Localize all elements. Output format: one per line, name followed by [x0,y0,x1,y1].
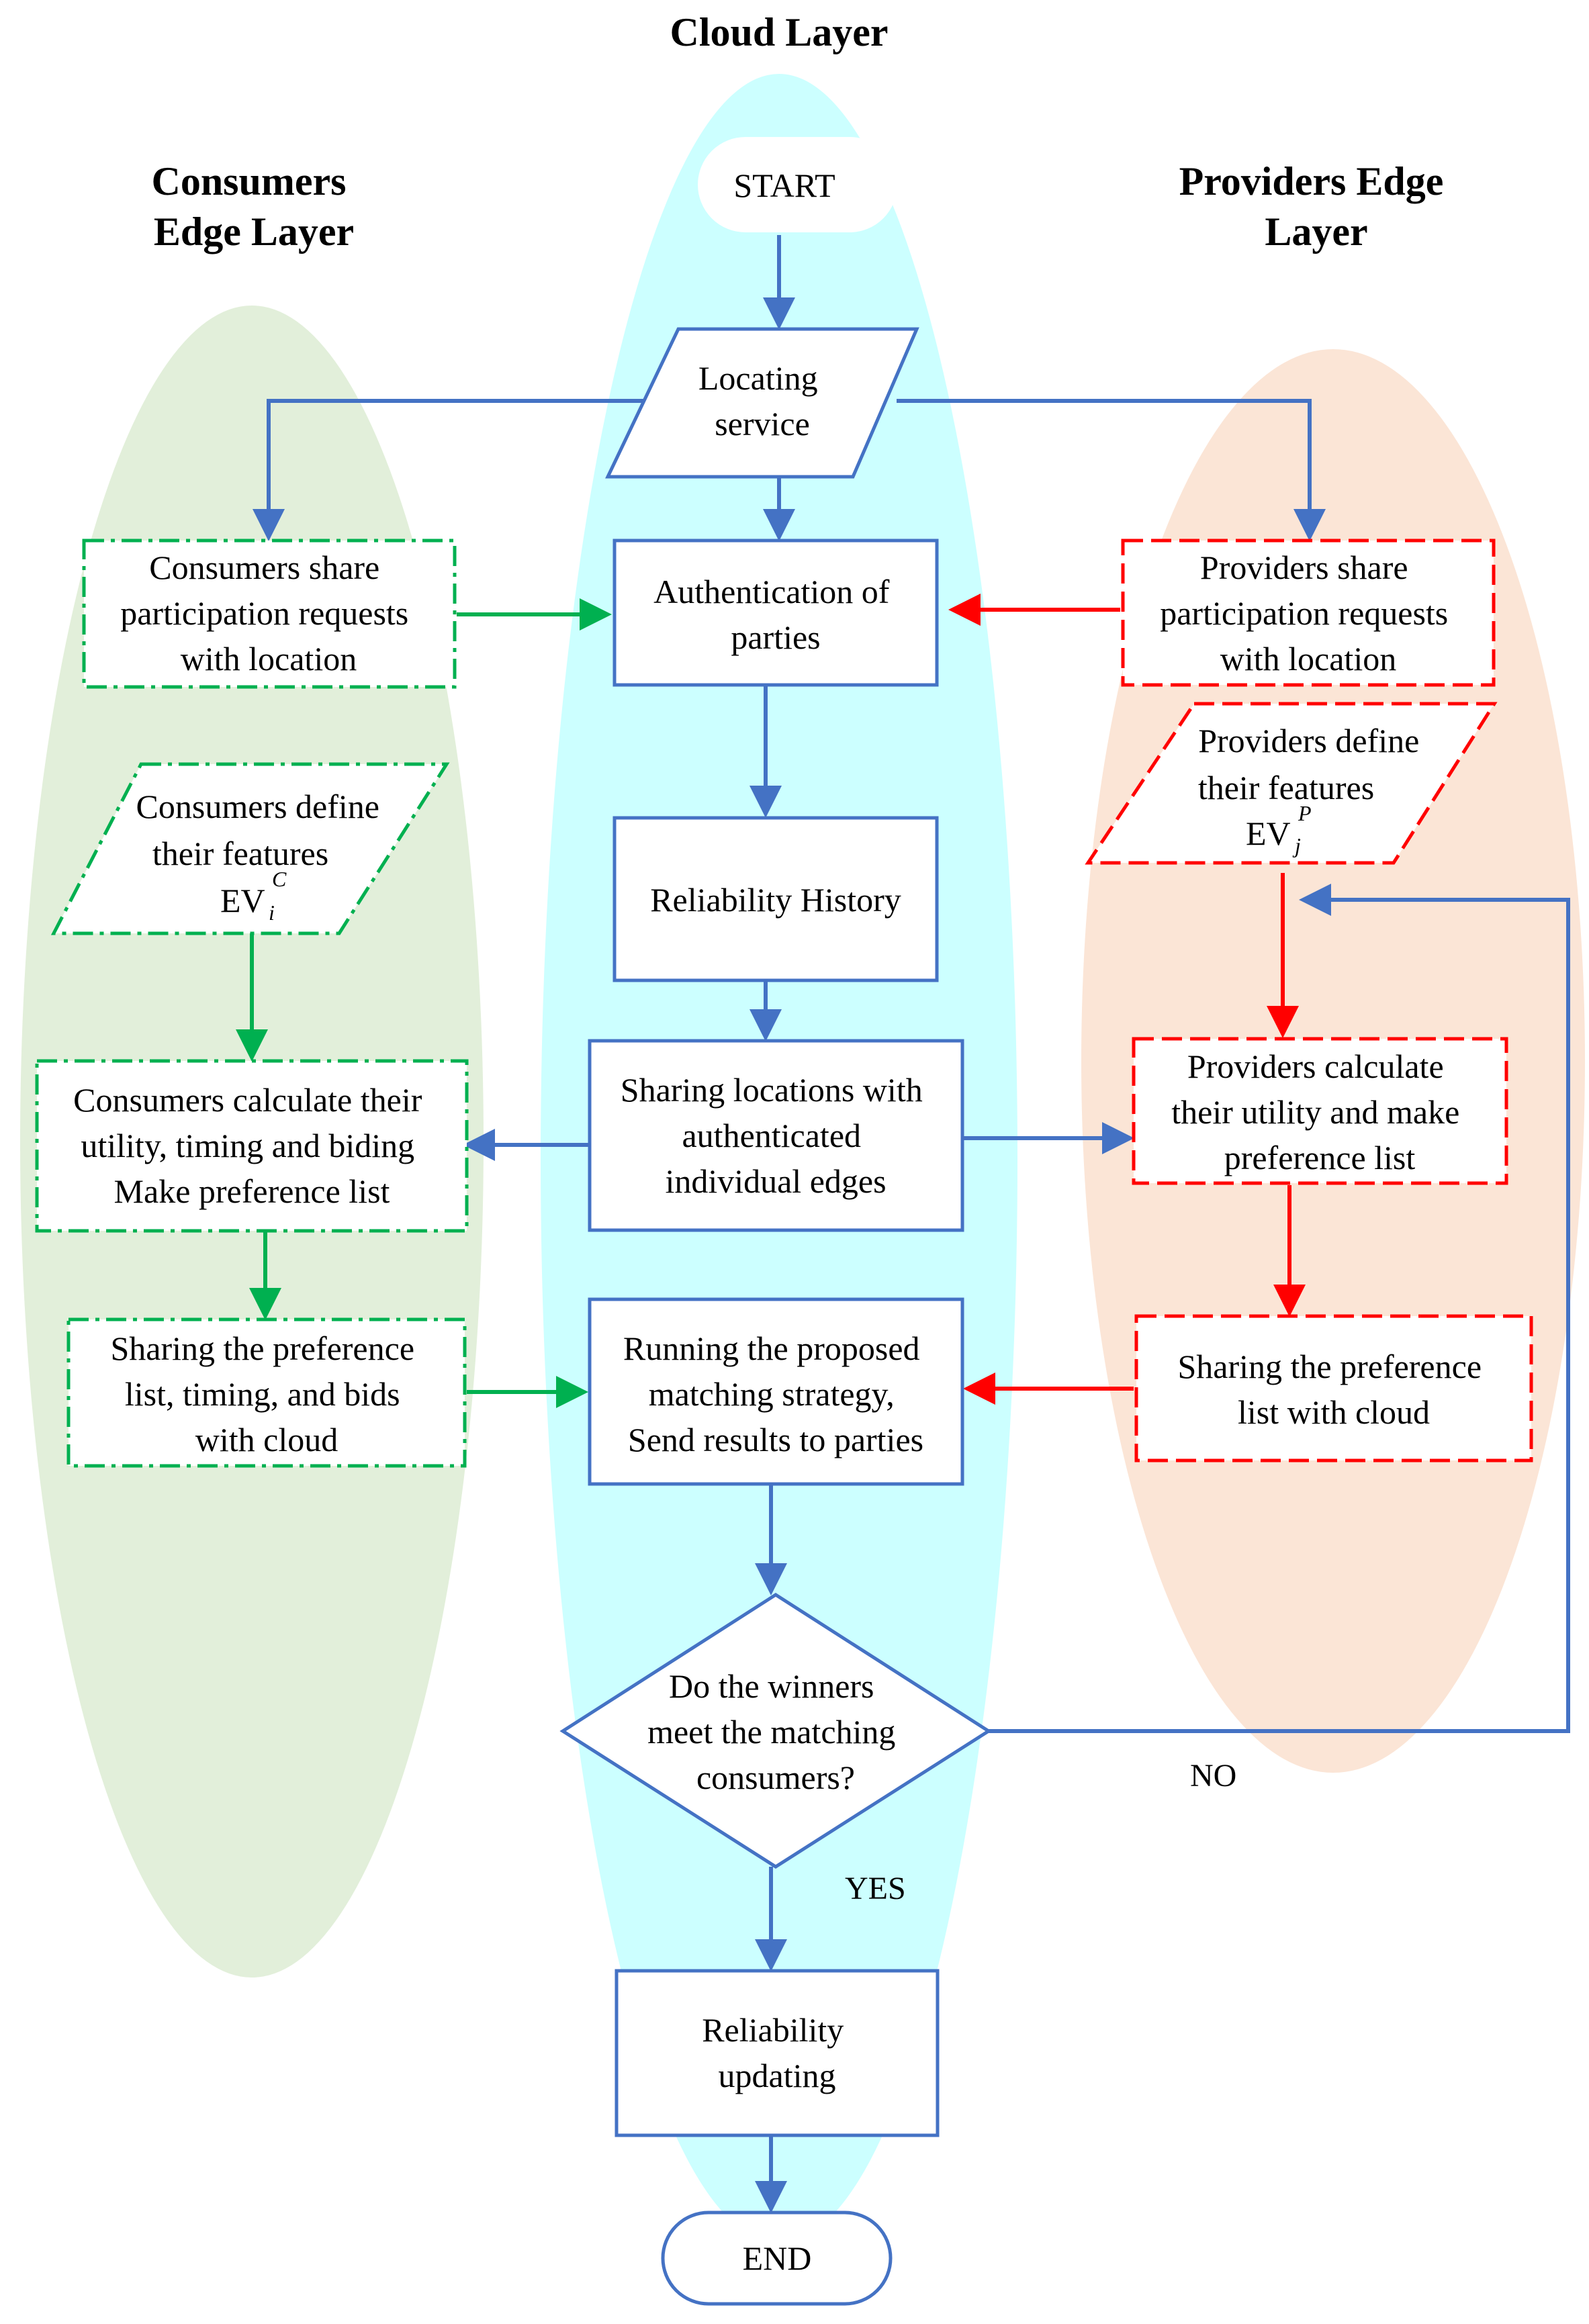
consumers-calculate-label: Consumers calculate their utility, timin… [73,1081,430,1210]
reliability-updating-label: Reliability updating [702,2011,852,2094]
no-label: NO [1190,1758,1236,1794]
providers-feature-superscript: P [1298,801,1312,825]
reliability-history-label: Reliability History [650,881,901,919]
providers-feature-variable: EV [1246,815,1291,852]
arrow-locating-to-providers-share [897,399,1326,541]
providers-share-node [1121,539,1496,687]
sharing-locations-node [588,1039,964,1232]
start-terminal [698,137,897,232]
running-matching-node [588,1297,964,1486]
providers-sharing-preference-node [1134,1314,1533,1462]
locating-service-node [605,327,919,479]
decision-node [559,1593,992,1869]
providers-sharing-preference-label: Sharing the preference list with cloud [1177,1348,1490,1431]
arrow-decision-no-to-reliability-history [989,884,1570,1733]
providers-define-label: Providers define their features [1198,722,1428,806]
consumers-define-node [50,762,450,935]
reliability-history-node [612,816,939,982]
arrow-locating-to-consumers-share [253,399,672,541]
consumers-feature-variable: EV [220,882,265,919]
locating-service-label: Locating service [698,359,826,443]
decision-label: Do the winners meet the matching consume… [647,1667,904,1796]
authentication-node [612,539,939,687]
start-label: START [733,167,835,204]
providers-share-label: Providers share participation requests w… [1160,549,1457,678]
consumers-feature-superscript: C [272,867,287,891]
end-terminal [661,2211,893,2306]
yes-label: YES [845,1871,906,1906]
consumers-define-label: Consumers define their features [136,788,388,872]
providers-calculate-node [1132,1037,1508,1185]
cloud-layer-title: Cloud Layer [670,10,888,54]
reliability-updating-node [615,1969,940,2137]
running-matching-label: Running the proposed matching strategy, … [623,1330,928,1458]
end-label: END [743,2239,812,2277]
consumers-layer-title: Consumers Edge Layer [151,159,356,254]
consumers-sharing-preference-node [66,1317,467,1468]
providers-define-node [1085,702,1498,865]
providers-calculate-label: Providers calculate their utility and ma… [1171,1048,1468,1176]
consumers-share-node [82,539,457,689]
providers-layer-title: Providers Edge Layer [1179,159,1454,254]
providers-feature-subscript: j [1292,833,1301,857]
consumers-feature-subscript: i [269,900,275,925]
sharing-locations-label: Sharing locations with authenticated ind… [621,1071,931,1200]
consumers-sharing-preference-label: Sharing the preference list, timing, and… [110,1330,422,1458]
consumers-calculate-node [35,1059,469,1233]
consumers-share-label: Consumers share participation requests w… [120,549,417,678]
authentication-label: Authentication of parties [653,573,898,656]
